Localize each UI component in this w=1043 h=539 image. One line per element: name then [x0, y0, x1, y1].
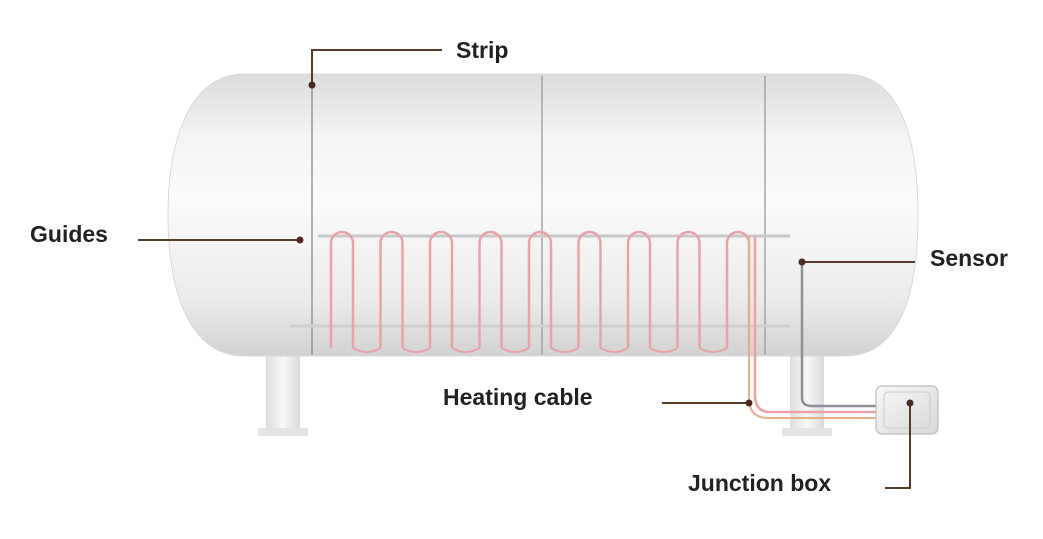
heating-cable-loop-connector — [451, 347, 481, 353]
heating-cable-loop — [428, 230, 454, 348]
heating-cable-tail — [753, 236, 878, 414]
heating-cable-loop-connector — [550, 347, 580, 353]
right-leg-foot — [782, 428, 832, 436]
heating-cable-loop-connector — [649, 347, 679, 353]
heating-cable-loop — [577, 230, 602, 348]
label-heating-cable: Heating cable — [443, 384, 593, 410]
heating-cable-loop-connector — [401, 347, 431, 353]
tank-body — [167, 73, 919, 357]
heating-cable-loop-connector — [352, 347, 382, 353]
strip-leader — [311, 49, 442, 85]
heating-cable-loop — [329, 230, 355, 348]
heating-cable-loop-connector — [500, 347, 530, 353]
sensor-lead — [800, 262, 878, 408]
label-strip: Strip — [456, 37, 508, 63]
label-sensor: Sensor — [930, 245, 1008, 271]
tank — [167, 73, 919, 357]
junction-box-leader-dot — [906, 399, 914, 407]
heating-cable-loops — [329, 230, 751, 353]
heating-cable-loop-connector — [698, 347, 728, 353]
heating-cable-loop — [379, 230, 404, 348]
junction-box — [875, 385, 939, 435]
heating-cable-loop — [527, 230, 553, 348]
strip-leader-dot — [308, 81, 316, 89]
left-leg-foot — [258, 428, 308, 436]
heating-cable-leader-dot — [745, 399, 753, 407]
heating-cable-loop-connector — [599, 347, 629, 353]
sensor-leader-dot — [798, 258, 806, 266]
guides-leader-dot — [296, 236, 304, 244]
heating-cable-tail-outer — [748, 236, 878, 419]
heating-cable-loop — [626, 230, 652, 348]
junction-box-face — [883, 391, 931, 429]
junction-box-body — [875, 385, 939, 435]
junction-box-leader — [885, 403, 911, 489]
leader-lines — [138, 49, 915, 489]
label-guides: Guides — [30, 221, 108, 247]
heating-cable-loop — [478, 230, 503, 348]
heating-cable-loop — [676, 230, 701, 348]
label-junction-box: Junction box — [688, 470, 831, 496]
